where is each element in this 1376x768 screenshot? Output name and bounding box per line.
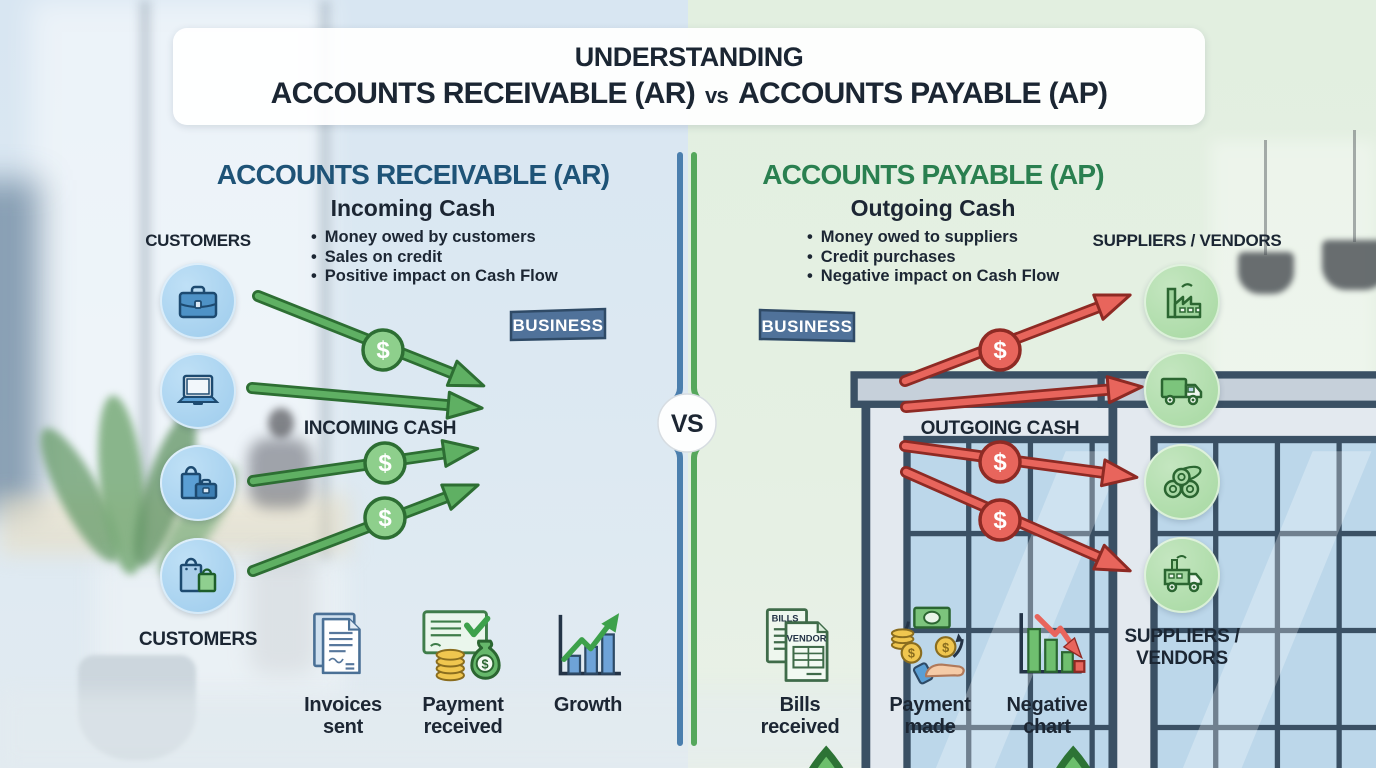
- outgoing-cash-label: OUTGOING CASH: [920, 418, 1080, 439]
- bg-person-left-head: [268, 408, 294, 438]
- customers-label-top: CUSTOMERS: [145, 231, 251, 250]
- title-banner: UNDERSTANDING ACCOUNTS RECEIVABLE (AR) vs…: [173, 28, 1205, 125]
- ar-subheading: Incoming Cash: [330, 195, 496, 221]
- bottom-item-label: Invoices sent: [304, 694, 382, 738]
- customers-label-bottom: CUSTOMERS: [138, 629, 258, 650]
- ar-bullet: Sales on credit: [311, 248, 558, 268]
- ap-bullet: Money owed to suppliers: [807, 228, 1059, 248]
- factory-icon: [1144, 264, 1220, 340]
- bg-lamp: [1322, 240, 1376, 290]
- ar-bullet: Money owed by customers: [311, 228, 558, 248]
- bg-lamp-stem: [1264, 140, 1267, 255]
- ap-subheading: Outgoing Cash: [850, 195, 1016, 221]
- ap-bullet: Negative impact on Cash Flow: [807, 267, 1059, 287]
- bottom-item-label: Negative chart: [1006, 694, 1088, 738]
- payment-made-icon: $$: [870, 598, 990, 690]
- shopping-bag-briefcase-icon: [160, 445, 236, 521]
- svg-text:$: $: [481, 656, 488, 671]
- bg-chair-right: [1338, 470, 1376, 680]
- title-vs-part: vs: [704, 83, 729, 108]
- ar-bullet: Positive impact on Cash Flow: [311, 267, 558, 287]
- bottom-item-label: Payment made: [889, 694, 971, 738]
- ap-bullet: Credit purchases: [807, 248, 1059, 268]
- title-ar-part: ACCOUNTS RECEIVABLE (AR): [270, 77, 696, 110]
- bg-window-frame: [140, 0, 150, 540]
- bg-floor: [0, 692, 1376, 768]
- ar-bottom-item-payment-received: $ Payment received: [403, 598, 523, 738]
- ap-bottom-item-negative-chart: Negative chart: [987, 598, 1107, 738]
- logs-icon: [1144, 444, 1220, 520]
- negative-chart-icon: [987, 598, 1107, 690]
- bg-person-left-body: [248, 438, 312, 508]
- ar-bottom-item-invoices: Invoices sent: [283, 598, 403, 738]
- truck-icon: [1144, 352, 1220, 428]
- bg-chair-base: [1316, 700, 1376, 716]
- svg-text:VENDOR: VENDOR: [787, 633, 827, 643]
- suppliers-label-top: SUPPLIERS / VENDORS: [1092, 231, 1282, 250]
- bottom-item-label: Payment received: [422, 694, 504, 738]
- bottom-item-label: Bills received: [760, 694, 840, 738]
- ap-bullet-list: Money owed to suppliers Credit purchases…: [807, 228, 1059, 287]
- title-ap-part: ACCOUNTS PAYABLE (AP): [738, 77, 1108, 110]
- ar-heading: ACCOUNTS RECEIVABLE (AR): [216, 159, 610, 190]
- growth-chart-icon: [528, 598, 648, 690]
- laptop-icon: [160, 353, 236, 429]
- briefcase-icon: [160, 263, 236, 339]
- svg-text:$: $: [908, 646, 915, 661]
- suppliers-label-bottom: SUPPLIERS / VENDORS: [1124, 626, 1240, 669]
- invoices-icon: [283, 598, 403, 690]
- ar-bullet-list: Money owed by customers Sales on credit …: [311, 228, 558, 287]
- factory-truck-icon: [1144, 537, 1220, 613]
- bg-lamp-stem: [1353, 130, 1356, 242]
- ar-bottom-item-growth: Growth: [528, 598, 648, 716]
- shopping-bags-icon: [160, 538, 236, 614]
- bottom-item-label: Growth: [553, 694, 623, 716]
- ap-heading: ACCOUNTS PAYABLE (AP): [762, 159, 1104, 190]
- title-line2: ACCOUNTS RECEIVABLE (AR) vs ACCOUNTS PAYAB…: [271, 77, 1108, 111]
- bg-monitor-content: [1238, 468, 1266, 484]
- payment-received-icon: $: [403, 598, 523, 690]
- incoming-cash-label: INCOMING CASH: [303, 418, 457, 439]
- title-line1: UNDERSTANDING: [574, 42, 804, 72]
- ap-bottom-item-payment-made: $$ Payment made: [870, 598, 990, 738]
- bg-lamp: [1238, 252, 1294, 294]
- svg-text:$: $: [942, 640, 949, 655]
- bg-city-silhouette: [0, 180, 40, 510]
